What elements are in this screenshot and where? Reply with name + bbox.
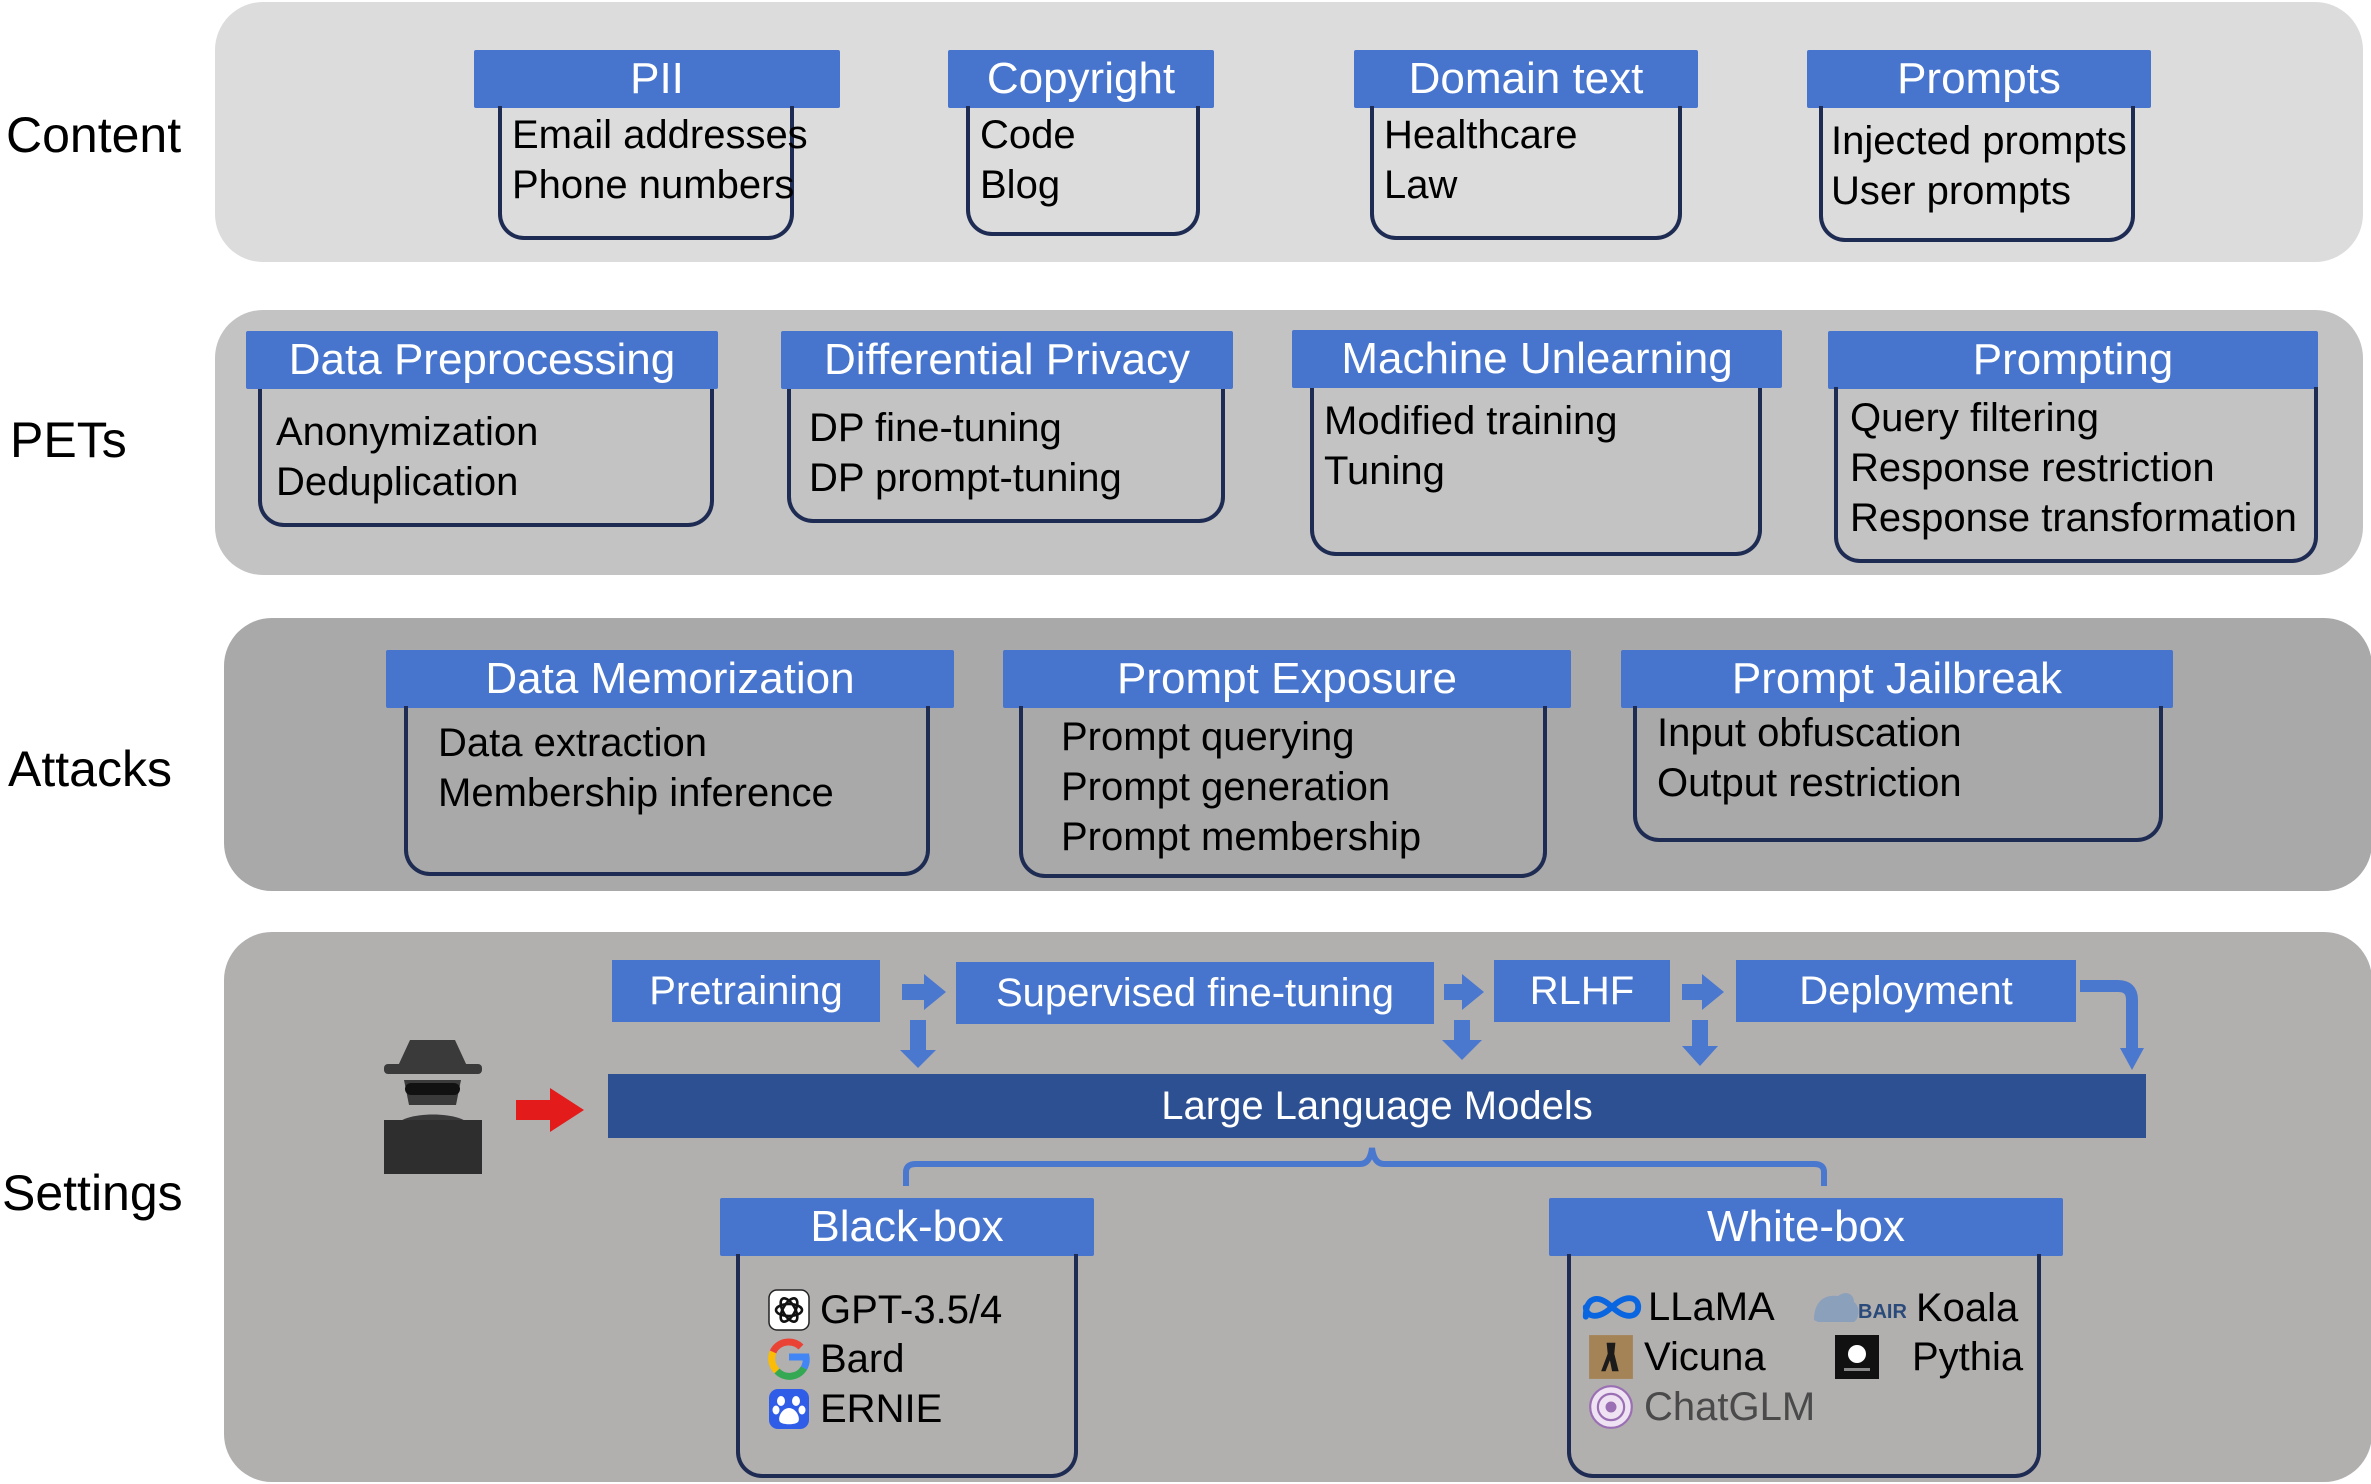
model-name: Bard <box>820 1337 905 1381</box>
card-item: Law <box>1384 163 1458 207</box>
card-item: DP fine-tuning <box>809 406 1062 450</box>
card-title: Prompt Exposure <box>1003 650 1571 708</box>
card-body <box>1567 1254 2041 1478</box>
row-label-attacks: Attacks <box>8 741 172 797</box>
card-item: Healthcare <box>1384 113 1578 157</box>
model-name: ERNIE <box>820 1387 943 1431</box>
card-body: Code Blog <box>966 106 1200 236</box>
bair-logo-text: BAIR <box>1858 1301 1906 1323</box>
card-item: Prompt generation <box>1061 765 1391 809</box>
card-item: User prompts <box>1831 169 2072 213</box>
card-title: PII <box>474 50 840 108</box>
card-title: Prompting <box>1828 331 2318 389</box>
model-gpt: GPT-3.5/4 <box>768 1289 1002 1331</box>
card-item: Phone numbers <box>512 163 795 207</box>
card-item: Output restriction <box>1657 761 1962 805</box>
card-title: Domain text <box>1354 50 1698 108</box>
card-title: White-box <box>1549 1198 2063 1256</box>
card-item: Blog <box>980 163 1061 207</box>
card-item: Prompt querying <box>1061 715 1355 759</box>
card-item: Response transformation <box>1850 496 2297 540</box>
card-body: Input obfuscation Output restriction <box>1633 706 2163 842</box>
card-item: Deduplication <box>276 460 519 504</box>
card-item: Query filtering <box>1850 396 2099 440</box>
model-name: GPT-3.5/4 <box>820 1288 1003 1332</box>
card-title: Prompt Jailbreak <box>1621 650 2173 708</box>
card-item: Modified training <box>1324 399 1618 443</box>
card-item: Input obfuscation <box>1657 711 1962 755</box>
card-body: Injected prompts User prompts <box>1819 106 2135 242</box>
card-item: Code <box>980 113 1076 157</box>
card-body <box>736 1254 1078 1478</box>
attacker-arrow-icon <box>516 1088 584 1132</box>
card-item: Anonymization <box>276 410 539 454</box>
card-title: Data Memorization <box>386 650 954 708</box>
model-ernie: ERNIE <box>768 1388 942 1430</box>
attacker-icon <box>384 1040 482 1174</box>
card-body: DP fine-tuning DP prompt-tuning <box>787 389 1225 523</box>
card-item: Membership inference <box>438 771 834 815</box>
card-item: Prompt membership <box>1061 815 1422 859</box>
model-name: ChatGLM <box>1644 1385 1816 1429</box>
model-name: Pythia <box>1912 1335 2024 1379</box>
model-name: Vicuna <box>1644 1335 1766 1379</box>
card-body: Email addresses Phone numbers <box>498 106 808 240</box>
card-body: Modified training Tuning <box>1310 388 1762 556</box>
content-band <box>215 2 2363 262</box>
card-item: Injected prompts <box>1831 119 2127 163</box>
card-body: Prompt querying Prompt generation Prompt… <box>1019 706 1547 878</box>
vicuna-icon <box>1589 1335 1633 1379</box>
bair-logo-icon: BAIR <box>1814 1293 1906 1323</box>
card-body: Data extraction Membership inference <box>404 706 930 876</box>
row-label-content: Content <box>6 107 182 163</box>
model-chatglm: ChatGLM <box>1588 1384 1815 1430</box>
card-item: Response restriction <box>1850 446 2215 490</box>
model-bard: Bard <box>768 1338 905 1380</box>
model-koala: BAIR Koala <box>1810 1284 2018 1332</box>
card-item: Tuning <box>1324 449 1445 493</box>
card-body: Anonymization Deduplication <box>258 389 714 527</box>
stage-rlhf: RLHF <box>1494 960 1670 1022</box>
card-title: Differential Privacy <box>781 331 1233 389</box>
card-title: Prompts <box>1807 50 2151 108</box>
model-vicuna: Vicuna <box>1588 1334 1766 1380</box>
model-pythia: Pythia <box>1834 1334 2023 1380</box>
openai-icon <box>768 1289 810 1331</box>
model-llama: LLaMA <box>1578 1287 1775 1327</box>
card-title: Machine Unlearning <box>1292 330 1782 388</box>
row-label-settings: Settings <box>2 1165 183 1221</box>
baidu-icon <box>769 1389 809 1429</box>
row-label-pets: PETs <box>10 412 127 468</box>
card-body: Query filtering Response restriction Res… <box>1834 387 2318 563</box>
brace-connector <box>903 1147 1827 1186</box>
eleutherai-icon <box>1835 1335 1879 1379</box>
google-icon <box>768 1338 810 1380</box>
card-body: Healthcare Law <box>1370 106 1682 240</box>
model-name: Koala <box>1916 1286 2019 1330</box>
model-name: LLaMA <box>1648 1285 1775 1329</box>
flow-arrows <box>900 974 2144 1070</box>
stage-pretraining: Pretraining <box>612 960 880 1022</box>
meta-icon <box>1582 1295 1642 1320</box>
card-title: Data Preprocessing <box>246 331 718 389</box>
card-item: DP prompt-tuning <box>809 456 1122 500</box>
card-title: Black-box <box>720 1198 1094 1256</box>
stage-deployment: Deployment <box>1736 960 2076 1022</box>
tsinghua-icon <box>1589 1385 1633 1429</box>
card-item: Data extraction <box>438 721 708 765</box>
stage-supervised-fine-tuning: Supervised fine-tuning <box>956 962 1434 1024</box>
card-title: Copyright <box>948 50 1214 108</box>
llm-bar: Large Language Models <box>608 1074 2146 1138</box>
card-item: Email addresses <box>512 113 808 157</box>
